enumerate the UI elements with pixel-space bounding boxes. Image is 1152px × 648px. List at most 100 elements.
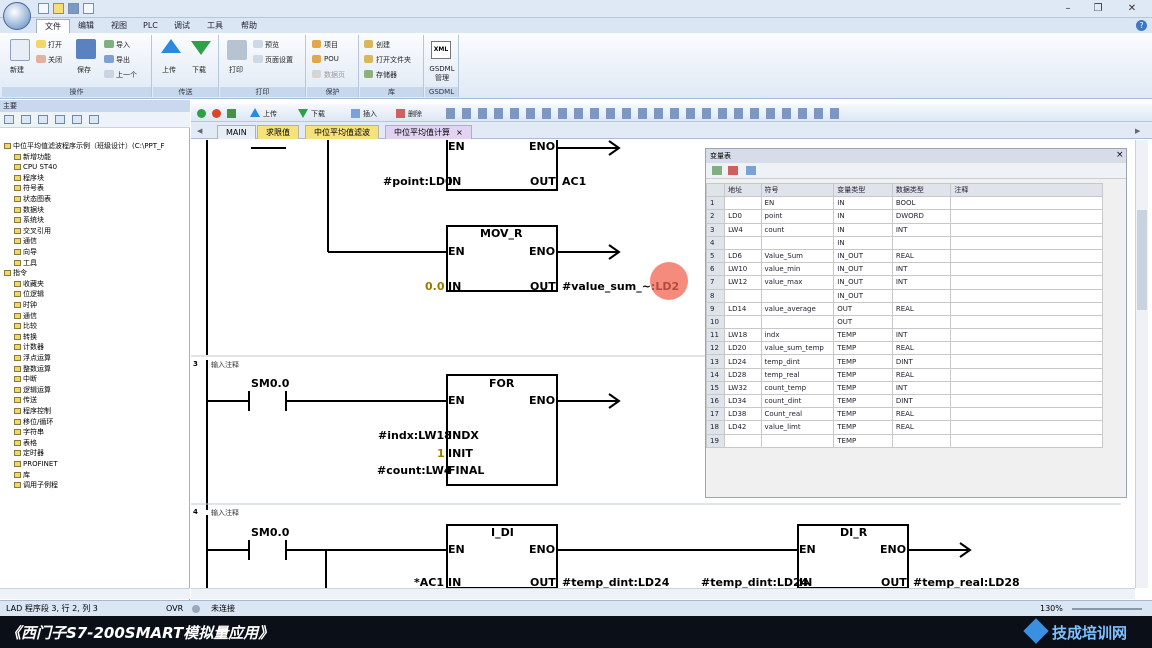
table-cell[interactable]: DINT (891, 354, 952, 369)
tree-item[interactable]: 数据块 (14, 205, 44, 216)
tab-scroll-left-icon[interactable]: ◀ (197, 127, 203, 135)
horizontal-scrollbar[interactable] (191, 588, 1135, 599)
table-cell[interactable]: IN (833, 209, 893, 224)
pou-tab[interactable]: MAIN (217, 125, 256, 139)
tree-item[interactable]: 中断 (14, 374, 37, 385)
table-cell[interactable]: REAL (891, 407, 952, 422)
table-cell[interactable] (950, 209, 1103, 224)
view-icon[interactable] (72, 115, 82, 124)
table-cell[interactable]: TEMP (833, 407, 893, 422)
scroll-thumb[interactable] (1137, 210, 1147, 310)
for-indx-operand[interactable]: #indx:LW18 (378, 429, 452, 442)
table-cell[interactable] (950, 380, 1103, 396)
tree-item[interactable]: 程序控制 (14, 406, 51, 417)
table-cell[interactable]: Count_real (760, 407, 835, 422)
table-cell[interactable]: DWORD (891, 209, 952, 224)
close-button[interactable]: ✕ (1127, 3, 1137, 14)
table-cell[interactable]: LW10 (724, 262, 762, 277)
tab-plc[interactable]: PLC (143, 21, 158, 30)
horizontal-scrollbar[interactable] (0, 588, 190, 599)
table-cell[interactable]: IN_OUT (833, 248, 893, 264)
table-cell[interactable]: point (760, 209, 835, 224)
table-cell[interactable]: IN (833, 222, 893, 237)
minimize-button[interactable]: – (1065, 3, 1071, 14)
table-cell[interactable]: TEMP (833, 328, 893, 343)
network-comment[interactable]: 输入注释 (211, 509, 239, 517)
pou-tab[interactable]: 中位平均值滤波 (305, 125, 379, 139)
tab-file[interactable]: 文件 (36, 19, 70, 33)
column-header[interactable]: 注释 (950, 182, 1103, 198)
download-button[interactable]: 下载 (192, 66, 206, 74)
table-cell[interactable]: value_limt (760, 420, 835, 435)
table-cell[interactable] (724, 235, 762, 250)
table-cell[interactable]: REAL (891, 341, 952, 356)
table-cell[interactable] (760, 433, 835, 448)
block-top-box[interactable] (446, 140, 558, 191)
table-cell[interactable]: TEMP (833, 433, 893, 448)
table-cell[interactable] (950, 248, 1103, 264)
table-cell[interactable] (950, 196, 1103, 211)
table-cell[interactable]: TEMP (833, 341, 893, 356)
table-cell[interactable] (760, 235, 835, 250)
table-cell[interactable]: REAL (891, 367, 952, 382)
table-cell[interactable] (891, 314, 952, 330)
tree-item[interactable]: 程序块 (14, 173, 44, 184)
table-cell[interactable]: LD14 (724, 301, 762, 316)
pou-tab[interactable]: 中位平均值计算× (385, 125, 472, 139)
tree-item[interactable]: 定时器 (14, 448, 44, 459)
table-cell[interactable]: TEMP (833, 354, 893, 369)
table-cell[interactable] (950, 393, 1103, 409)
tree-item[interactable]: 通信 (14, 311, 37, 322)
column-header[interactable] (705, 182, 726, 198)
library-memory-button[interactable]: 存储器 (376, 71, 397, 79)
sm-contact-label[interactable]: SM0.0 (251, 526, 290, 539)
table-cell[interactable] (760, 288, 835, 303)
protect-project-button[interactable]: 项目 (324, 41, 338, 49)
gsdml-manage-button[interactable]: GSDML管理 (429, 65, 455, 82)
table-cell[interactable]: TEMP (833, 380, 893, 396)
compile-icon[interactable] (227, 109, 236, 118)
n4-in2-operand[interactable]: #temp_dint:LD24 (701, 576, 809, 588)
tree-item[interactable]: 收藏夹 (14, 279, 44, 290)
n4-out1-operand[interactable]: #temp_dint:LD24 (562, 576, 670, 588)
table-cell[interactable] (950, 328, 1103, 343)
table-cell[interactable]: INT (891, 380, 952, 396)
n4-in-operand[interactable]: *AC1 (414, 576, 444, 588)
new-button[interactable]: 新建 (10, 66, 24, 74)
tree-item[interactable]: 移位/循环 (14, 417, 53, 428)
column-header[interactable]: 变量类型 (833, 182, 893, 198)
tree-item[interactable]: 库 (14, 470, 30, 481)
table-cell[interactable] (950, 288, 1103, 303)
table-cell[interactable]: TEMP (833, 367, 893, 382)
tab-tools[interactable]: 工具 (207, 21, 223, 30)
create-library-button[interactable]: 创建 (376, 41, 390, 49)
tree-item[interactable]: 逻辑运算 (14, 385, 51, 396)
tree-item[interactable]: 时钟 (14, 300, 37, 311)
network-comment[interactable]: 输入注释 (211, 361, 239, 369)
table-cell[interactable]: BOOL (891, 196, 952, 211)
table-cell[interactable] (950, 275, 1103, 290)
tree-item[interactable]: 字符串 (14, 427, 44, 438)
tree-item[interactable]: 通信 (14, 236, 37, 247)
protect-data-page-button[interactable]: 数据页 (324, 71, 345, 79)
table-cell[interactable]: count_dint (760, 393, 835, 409)
for-init-operand[interactable]: 1 (437, 447, 445, 460)
close-file-button[interactable]: 关闭 (48, 56, 62, 64)
previous-button[interactable]: 上一个 (116, 71, 137, 79)
column-header[interactable]: 地址 (724, 182, 762, 198)
tab-edit[interactable]: 编辑 (78, 21, 94, 30)
table-cell[interactable]: count (760, 222, 835, 237)
tree-item[interactable]: CPU ST40 (14, 162, 57, 173)
table-cell[interactable]: IN_OUT (833, 275, 893, 290)
table-cell[interactable]: value_min (760, 262, 835, 277)
view-icon[interactable] (21, 115, 31, 124)
tree-item[interactable]: 传送 (14, 395, 37, 406)
tree-item[interactable]: 表格 (14, 438, 37, 449)
